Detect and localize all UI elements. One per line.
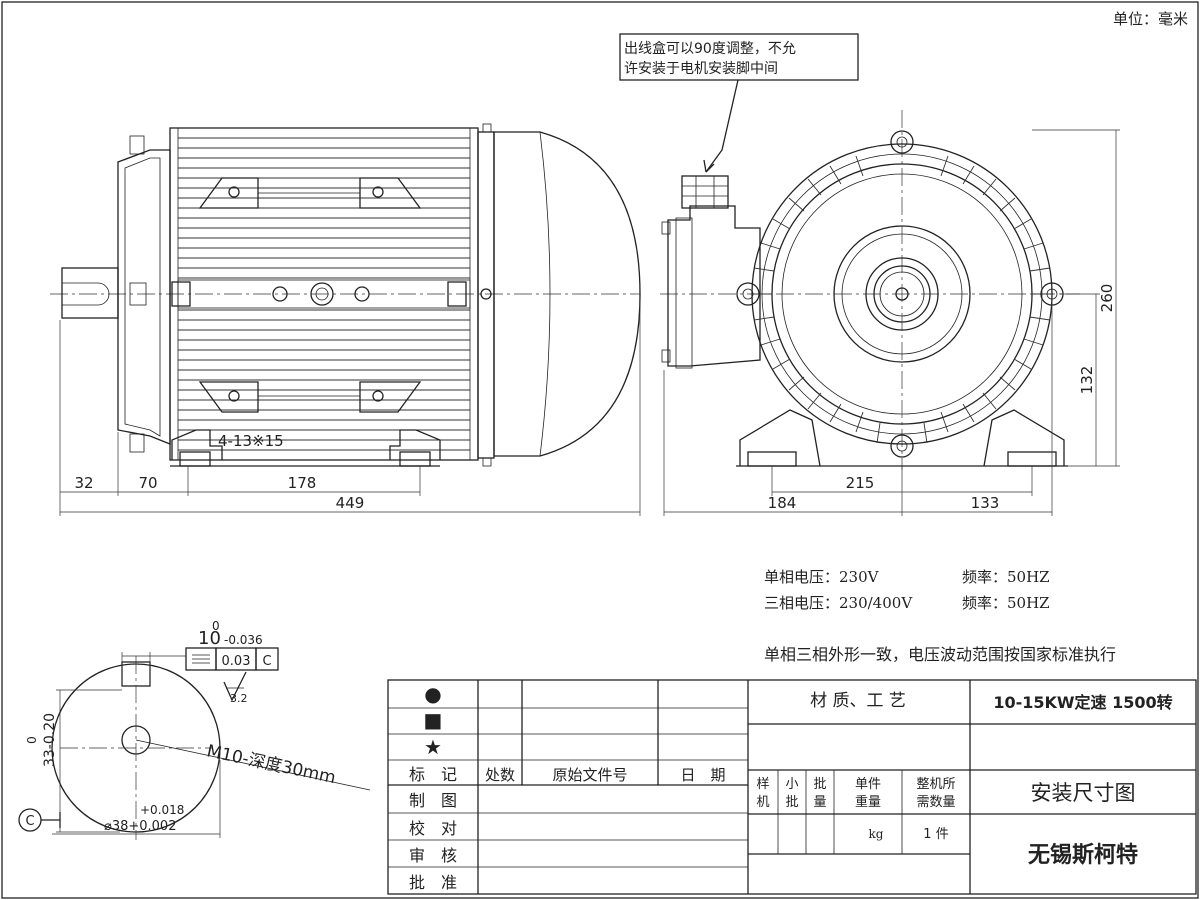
datum-circle: C (25, 814, 34, 829)
key-width: 10 (198, 628, 221, 649)
single-phase-voltage: 单相电压：230V (764, 568, 880, 586)
key-tol-upper: 0 (212, 619, 220, 633)
side-view: 4-13※15 (50, 123, 641, 467)
col-sample-2: 机 (756, 795, 769, 810)
shaft-end (895, 287, 909, 301)
cable-gland (681, 175, 729, 209)
symbol-star: ★ (424, 735, 442, 759)
front-foot-right (983, 409, 1065, 467)
dim-184: 184 (768, 494, 797, 512)
spec-note: 单相三相外形一致，电压波动范围按国家标准执行 (764, 645, 1116, 664)
tolerance-datum: C (262, 654, 271, 669)
three-phase-voltage: 三相电压：230/400V (764, 594, 913, 612)
thread-callout: M10-深度30mm (205, 741, 337, 788)
col-small-1: 小 (785, 777, 798, 792)
material-process: 材 质、工 艺 (810, 691, 906, 711)
quantity-value: 1 件 (923, 827, 948, 842)
hole-callout: 4-13※15 (218, 432, 284, 450)
front-end-shield (117, 149, 171, 445)
key-tol-lower: -0.036 (224, 633, 263, 647)
electrical-specs: 单相电压：230V 频率：50HZ 三相电压：230/400V 频率：50HZ … (764, 568, 1116, 664)
title-block: ● ■ ★ 标 记 处数 原始文件号 日 期 制 图 校 对 审 核 批 准 材… (387, 679, 1197, 895)
front-view (660, 110, 1080, 470)
motor-shaft (61, 267, 119, 319)
single-phase-frequency: 频率：50HZ (962, 568, 1050, 586)
unit-label: 单位：毫米 (1113, 10, 1188, 28)
col-batch-1: 批 (813, 777, 826, 792)
inner-flange (833, 225, 971, 363)
fan-cover (493, 131, 641, 457)
front-foot-left (739, 409, 821, 467)
model-spec: 10-15KW定速 1500转 (993, 693, 1172, 712)
dim-132: 132 (1078, 366, 1096, 395)
shaft-section-detail: 10 0 -0.036 0.03 C 3.2 0 33-0.20 M10-深度3… (18, 619, 371, 840)
row-draw: 制 图 (409, 791, 457, 810)
tolerance-value: 0.03 (222, 654, 251, 669)
col-qty-2: 需数量 (916, 795, 955, 810)
note-line-2: 许安装于电机安装脚中间 (624, 61, 778, 77)
col-qty-1: 整机所 (916, 777, 955, 792)
col-weight-2: 重量 (855, 794, 881, 810)
dim-215: 215 (846, 474, 875, 492)
foot-rear (389, 429, 441, 460)
radial-fins (752, 155, 1052, 444)
dim-32: 32 (74, 474, 93, 492)
header-count: 处数 (485, 766, 515, 784)
side-view-dimensions: 32 70 178 449 (59, 300, 641, 516)
dia-tol-upper: +0.018 (140, 803, 184, 817)
terminal-box (667, 205, 761, 367)
dim-133: 133 (971, 494, 1000, 512)
weight-unit: kg (869, 827, 884, 841)
dim-449: 449 (336, 494, 365, 512)
row-check: 校 对 (409, 819, 457, 838)
col-sample-1: 样 (756, 777, 769, 792)
symbol-circle: ● (424, 682, 441, 706)
height-dim: 33-0.20 (42, 713, 58, 767)
dia-dim: ⌀38+0.002 (104, 819, 176, 834)
symbol-square: ■ (424, 708, 443, 732)
three-phase-frequency: 频率：50HZ (962, 594, 1050, 612)
row-approve: 批 准 (409, 873, 457, 892)
dim-178: 178 (288, 474, 317, 492)
col-weight-1: 单件 (855, 777, 881, 792)
cooling-fins (178, 137, 470, 451)
header-date: 日 期 (680, 766, 725, 784)
note-box: 出线盒可以90度调整，不允 许安装于电机安装脚中间 (619, 33, 859, 173)
height-tol-upper: 0 (25, 736, 39, 744)
dim-260: 260 (1098, 284, 1116, 313)
header-file: 原始文件号 (552, 766, 627, 784)
terminal-band (177, 279, 471, 309)
col-batch-2: 量 (813, 795, 826, 810)
mounting-bosses (198, 177, 422, 413)
note-line-1: 出线盒可以90度调整，不允 (624, 40, 796, 57)
row-review: 审 核 (409, 846, 457, 865)
dim-70: 70 (138, 474, 157, 492)
rear-bracket (477, 131, 495, 459)
drawing-name: 安装尺寸图 (1031, 781, 1136, 805)
foot-front (171, 429, 223, 460)
col-small-2: 批 (785, 795, 798, 810)
roughness-value: 3.2 (230, 692, 248, 705)
header-mark: 标 记 (409, 765, 457, 784)
company-name: 无锡斯柯特 (1028, 842, 1138, 868)
front-view-dimensions: 184 215 133 260 132 (663, 129, 1120, 516)
